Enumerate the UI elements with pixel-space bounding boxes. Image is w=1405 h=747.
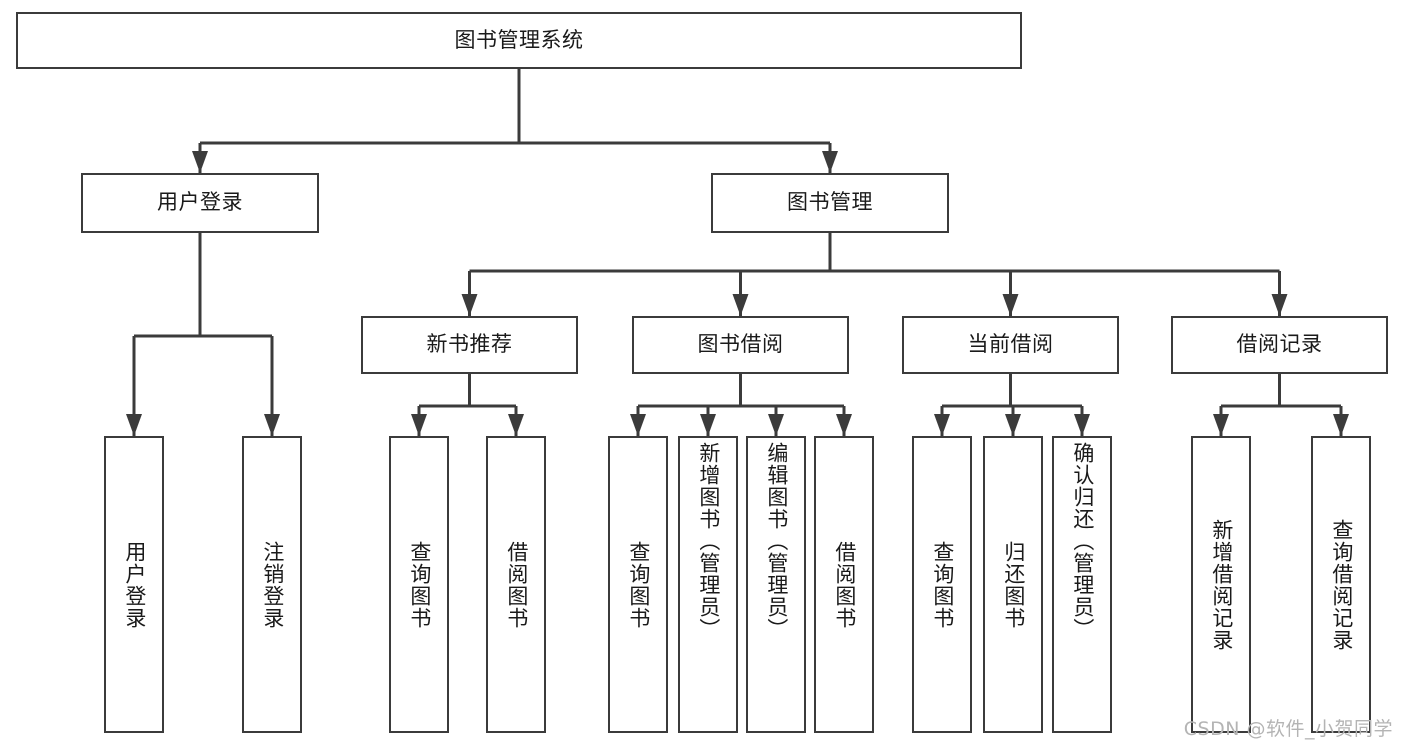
node-leaf-query-book-borrow[interactable]: 查询图书 [608,436,668,733]
node-leaf-edit-book[interactable]: 编辑图书（管理员） [746,436,806,733]
node-label-leaf-confirm-return: 确认归还（管理员） [1070,442,1095,640]
node-leaf-query-book-cur[interactable]: 查询图书 [912,436,972,733]
node-user-login[interactable]: 用户登录 [81,173,319,233]
node-label-user-login: 用户登录 [157,190,243,215]
arrowhead-icon [630,414,646,436]
node-leaf-return-book[interactable]: 归还图书 [983,436,1043,733]
node-label-current-borrow: 当前借阅 [967,332,1054,357]
node-leaf-query-book-rec[interactable]: 查询图书 [389,436,449,733]
arrowhead-icon [700,414,716,436]
arrowhead-icon [1005,414,1021,436]
node-book-manage[interactable]: 图书管理 [711,173,949,233]
arrowhead-icon [836,414,852,436]
arrowhead-icon [411,414,427,436]
node-label-leaf-borrow-book: 借阅图书 [832,540,857,629]
arrowhead-icon [1074,414,1090,436]
node-label-leaf-return-book: 归还图书 [1001,540,1026,629]
arrowhead-icon [768,414,784,436]
arrowhead-icon [1271,294,1288,316]
node-leaf-add-book[interactable]: 新增图书（管理员） [678,436,738,733]
node-leaf-borrow-book[interactable]: 借阅图书 [814,436,874,733]
arrowhead-icon [1213,414,1229,436]
node-label-book-borrow: 图书借阅 [697,332,784,357]
node-label-leaf-query-book-rec: 查询图书 [407,540,432,629]
arrowhead-icon [192,151,208,173]
arrowhead-icon [934,414,950,436]
node-leaf-borrow-book-rec[interactable]: 借阅图书 [486,436,546,733]
node-leaf-confirm-return[interactable]: 确认归还（管理员） [1052,436,1112,733]
node-label-leaf-add-record: 新增借阅记录 [1209,518,1234,651]
node-label-leaf-query-book-cur: 查询图书 [930,540,955,629]
node-label-leaf-user-login: 用户登录 [122,540,147,629]
node-new-book-recommend[interactable]: 新书推荐 [361,316,578,374]
node-book-borrow[interactable]: 图书借阅 [632,316,849,374]
watermark-text: CSDN @软件_小贺同学 [1183,718,1393,740]
node-label-leaf-query-book-borrow: 查询图书 [626,540,651,629]
node-label-new-book-recommend: 新书推荐 [426,332,513,357]
node-leaf-add-record[interactable]: 新增借阅记录 [1191,436,1251,733]
arrowhead-icon [461,294,478,316]
arrowhead-icon [732,294,749,316]
node-root[interactable]: 图书管理系统 [16,12,1022,69]
node-label-book-manage: 图书管理 [787,190,873,215]
arrowhead-icon [1333,414,1349,436]
node-label-leaf-edit-book: 编辑图书（管理员） [764,442,789,640]
arrowhead-icon [264,414,280,436]
node-leaf-user-logout[interactable]: 注销登录 [242,436,302,733]
node-label-leaf-user-logout: 注销登录 [260,540,285,629]
arrowhead-icon [508,414,524,436]
node-label-borrow-record: 借阅记录 [1236,332,1323,357]
arrowhead-icon [126,414,142,436]
node-current-borrow[interactable]: 当前借阅 [902,316,1119,374]
node-leaf-query-record[interactable]: 查询借阅记录 [1311,436,1371,733]
arrowhead-icon [822,151,838,173]
node-label-leaf-add-book: 新增图书（管理员） [696,442,721,640]
node-label-leaf-query-record: 查询借阅记录 [1329,518,1354,651]
node-borrow-record[interactable]: 借阅记录 [1171,316,1388,374]
node-label-leaf-borrow-book-rec: 借阅图书 [504,540,529,629]
node-leaf-user-login[interactable]: 用户登录 [104,436,164,733]
arrowhead-icon [1002,294,1019,316]
node-label-root: 图书管理系统 [454,27,584,52]
